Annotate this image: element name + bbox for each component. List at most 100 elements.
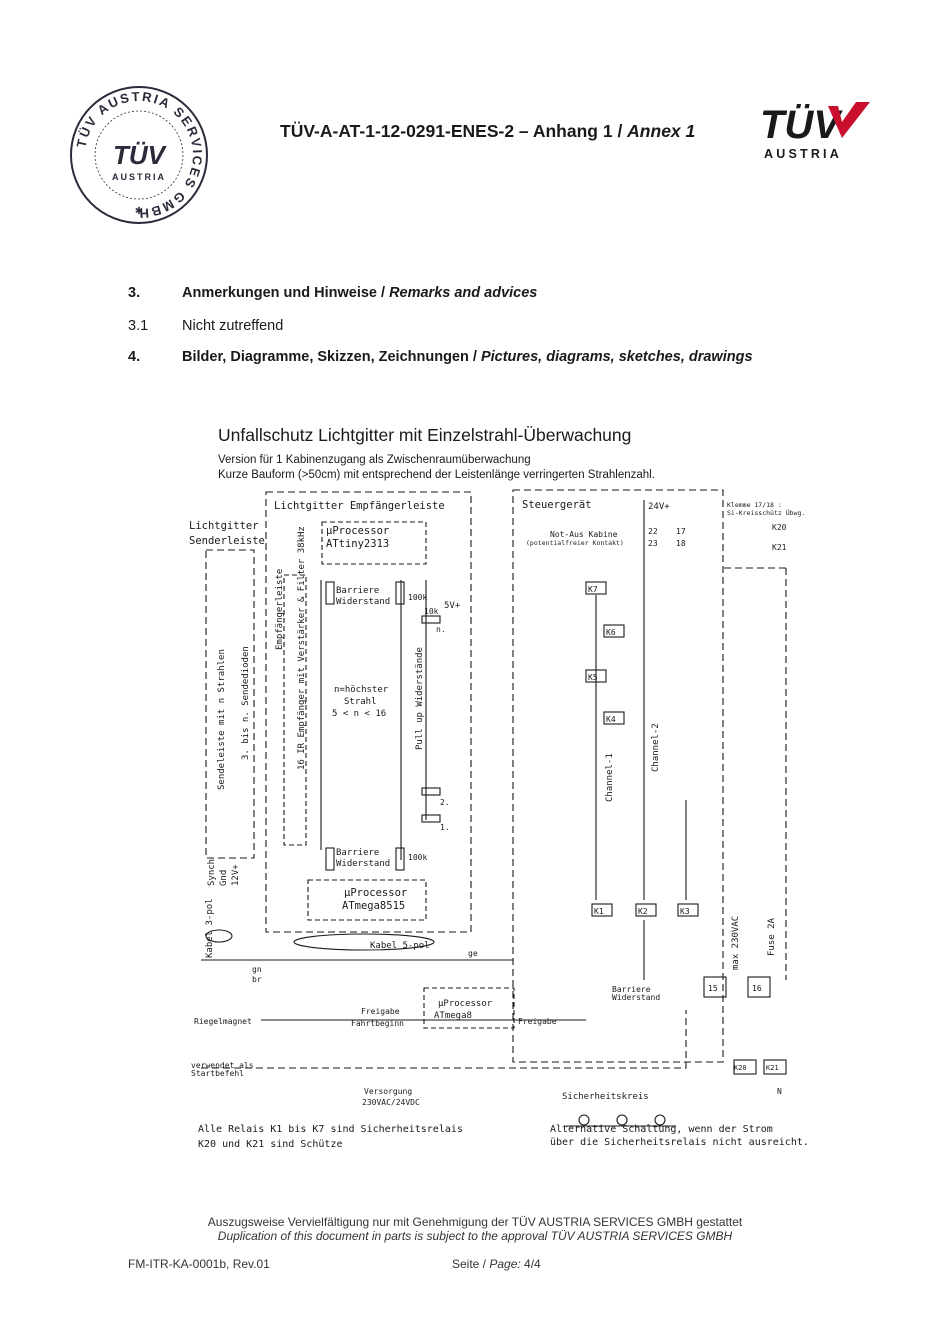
- relay-k2: K2: [638, 907, 648, 916]
- r100k-top: 100k: [408, 593, 427, 602]
- uproc1-model: ATtiny2313: [326, 538, 389, 550]
- beam-1-label: 1.: [440, 823, 450, 832]
- supply-label-1: Versorgung: [364, 1087, 412, 1096]
- title-main: TÜV-A-AT-1-12-0291-ENES-2 – Anhang 1 /: [280, 121, 628, 141]
- logo-sub: AUSTRIA: [764, 147, 842, 161]
- section-3-1-text: Nicht zutreffend: [182, 318, 284, 334]
- wire-br: br: [252, 975, 262, 984]
- beam-n-label: n.: [436, 625, 446, 634]
- diagram-subtitle-1: Version für 1 Kabinenzugang als Zwischen…: [218, 454, 531, 466]
- travel-start-label: Fahrtbeginn: [351, 1019, 404, 1028]
- section-3-number: 3.: [128, 285, 141, 301]
- barrier-label-bottom: Barriere: [336, 848, 379, 858]
- diagram-subtitle-2: Kurze Bauform (>50cm) mit entsprechend d…: [218, 469, 655, 481]
- terminal-17: 17: [676, 527, 686, 536]
- n-label: N: [777, 1087, 782, 1096]
- pullup-label: Pull up Widerstände: [415, 647, 425, 750]
- release-label: Freigabe: [361, 1007, 400, 1016]
- note-left-2: K20 und K21 sind Schütze: [198, 1139, 343, 1150]
- relay-k3: K3: [680, 907, 690, 916]
- receiver-vertical-label: Empfängerleiste: [275, 569, 285, 650]
- circuit-diagram: Lichtgitter Empfängerleiste Lichtgitter …: [189, 489, 809, 1150]
- terminal-note-1: Klemme 17/18 :: [727, 501, 782, 509]
- svg-text:✱: ✱: [135, 206, 143, 217]
- section-4-title: Bilder, Diagramme, Skizzen, Zeichnungen …: [182, 349, 753, 365]
- logo-check-icon: [828, 102, 870, 138]
- channel2-label: Channel-2: [651, 723, 661, 772]
- channel1-label: Channel-1: [605, 753, 615, 802]
- k20-top: K20: [772, 523, 787, 532]
- highest-beam-1: n=höchster: [334, 685, 389, 695]
- stamp-center-sub: AUSTRIA: [112, 172, 166, 182]
- diagram-title: Unfallschutz Lichtgitter mit Einzelstrah…: [218, 425, 632, 445]
- note-right-2: über die Sicherheitsrelais nicht ausreic…: [550, 1137, 809, 1148]
- used-as-1: verwendet als: [191, 1061, 254, 1070]
- k20-bottom: K20: [734, 1064, 747, 1072]
- resistor-label-bottom: Widerstand: [336, 859, 390, 869]
- tuv-logo-icon: TÜV AUSTRIA: [760, 102, 870, 161]
- terminal-23: 23: [648, 539, 658, 548]
- synch-label: Synch: [207, 859, 217, 886]
- sender-diodes-label: 3. bis n. Sendedioden: [241, 646, 251, 760]
- k21-bottom: K21: [766, 1064, 779, 1072]
- label-receiver-strip: Lichtgitter Empfängerleiste: [274, 500, 445, 512]
- magnet-label: Riegelmagnet: [194, 1017, 252, 1026]
- uproc1-label: µProcessor: [326, 525, 389, 537]
- uproc2-label: µProcessor: [344, 887, 407, 899]
- terminal-18: 18: [676, 539, 686, 548]
- controller-label: Steuergerät: [522, 499, 592, 511]
- emergency-label-1: Not-Aus Kabine: [550, 530, 618, 539]
- terminal-22: 22: [648, 527, 658, 536]
- ir-receiver-label: 16 IR Empfänger mit Verstärker & Filter …: [297, 526, 307, 770]
- cable5-label: Kabel 5-pol: [370, 941, 430, 951]
- wire-gn: gn: [252, 965, 262, 974]
- section-3-title: Anmerkungen und Hinweise / Remarks and a…: [182, 285, 538, 301]
- note-right-1: Alternative Schaltung, wenn der Strom: [550, 1124, 773, 1135]
- wire-ge: ge: [468, 949, 478, 958]
- uproc2-model: ATmega8515: [342, 900, 405, 912]
- beam-2-label: 2.: [440, 798, 450, 807]
- release-label-2: Freigabe: [518, 1017, 557, 1026]
- v5-label: 5V+: [444, 601, 461, 611]
- sender-vertical-label: Sendeleiste mit n Strahlen: [217, 649, 227, 790]
- terminal-15: 15: [708, 984, 718, 993]
- barrier-label-ctrl: Barriere: [612, 985, 651, 994]
- highest-beam-3: 5 < n < 16: [332, 709, 386, 719]
- section-3-1-number: 3.1: [128, 318, 149, 334]
- document-title: TÜV-A-AT-1-12-0291-ENES-2 – Anhang 1 / A…: [280, 121, 695, 142]
- footer-line-2: Duplication of this document in parts is…: [217, 1229, 733, 1243]
- relay-k6: K6: [606, 628, 616, 637]
- section-4-number: 4.: [128, 349, 141, 365]
- footer-page: Seite / Page: 4/4: [452, 1257, 541, 1271]
- max230-label: max 230VAC: [731, 916, 741, 970]
- relay-k7: K7: [588, 585, 598, 594]
- footer-line-1: Auszugsweise Vervielfältigung nur mit Ge…: [207, 1215, 743, 1229]
- resistor-label-top: Widerstand: [336, 597, 390, 607]
- footer-form-number: FM-ITR-KA-0001b, Rev.01: [128, 1257, 270, 1271]
- terminal-note-2: Si-Kreisschütz Übwg.: [727, 508, 805, 517]
- relay-k1: K1: [594, 907, 604, 916]
- uproc3-model: ATmega8: [434, 1011, 472, 1021]
- v24-top: 24V+: [648, 502, 670, 512]
- title-italic: Annex 1: [627, 121, 696, 141]
- logo-text: TÜV: [760, 102, 843, 147]
- fuse-label: Fuse 2A: [767, 917, 777, 956]
- uproc3-label: µProcessor: [438, 999, 493, 1009]
- barrier-label-top: Barriere: [336, 586, 379, 596]
- gnd-label: Gnd: [219, 870, 229, 886]
- safety-circuit-label: Sicherheitskreis: [562, 1092, 649, 1102]
- r100k-bottom: 100k: [408, 853, 427, 862]
- label-sender: Lichtgitter: [189, 520, 259, 532]
- relay-k5: K5: [588, 673, 598, 682]
- used-as-2: Startbefehl: [191, 1069, 244, 1078]
- emergency-label-2: (potentialfreier Kontakt): [526, 539, 624, 547]
- terminal-16: 16: [752, 984, 762, 993]
- stamp-center-logo: TÜV: [113, 140, 168, 170]
- r10k-label: 10k: [424, 607, 439, 616]
- v12-label: 12V+: [231, 864, 241, 886]
- resistor-label-ctrl: Widerstand: [612, 993, 660, 1002]
- supply-label-2: 230VAC/24VDC: [362, 1098, 420, 1107]
- label-sender-strip: Senderleiste: [189, 535, 265, 547]
- stamp-seal-icon: TÜV AUSTRIA SERVICES GMBH TÜV AUSTRIA ✱: [70, 86, 208, 224]
- relay-k4: K4: [606, 715, 616, 724]
